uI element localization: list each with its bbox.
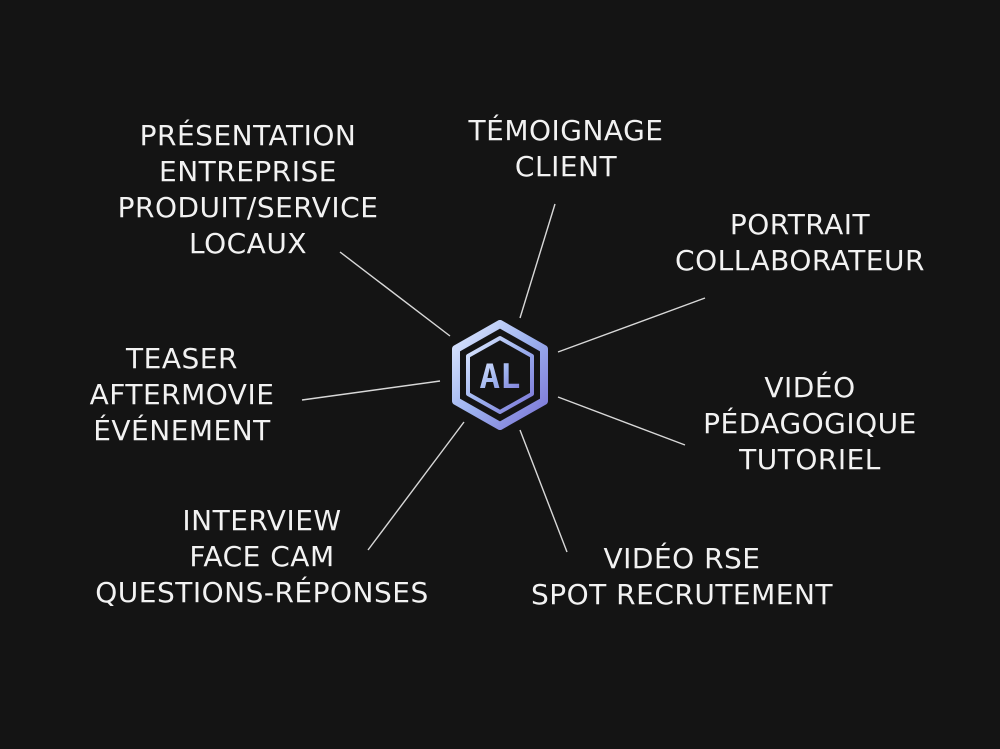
connector-rse [519, 429, 568, 553]
node-presentation-line-4: LOCAUX [188, 227, 308, 260]
node-portrait-line-1: PORTRAIT [729, 208, 871, 241]
al-logo-icon: AL [452, 320, 548, 430]
node-rse-line-2: SPOT RECRUTEMENT [530, 578, 834, 611]
node-interview: INTERVIEW FACE CAM QUESTIONS-RÉPONSES [95, 503, 428, 611]
node-rse: VIDÉO RSE SPOT RECRUTEMENT [531, 541, 833, 613]
node-pedagogique-line-2: PÉDAGOGIQUE [703, 407, 917, 440]
connector-presentation [339, 251, 451, 337]
node-temoignage-line-1: TÉMOIGNAGE [468, 114, 664, 147]
node-presentation-line-1: PRÉSENTATION [139, 119, 357, 152]
logo-text: AL [480, 357, 521, 397]
node-presentation-line-3: PRODUIT/SERVICE [117, 191, 379, 224]
node-teaser-line-3: ÉVÉNEMENT [93, 414, 271, 447]
node-interview-line-3: QUESTIONS-RÉPONSES [95, 576, 429, 609]
node-presentation: PRÉSENTATION ENTREPRISE PRODUIT/SERVICE … [118, 118, 379, 262]
node-teaser: TEASER AFTERMOVIE ÉVÉNEMENT [90, 341, 275, 449]
connector-temoignage [519, 203, 556, 319]
connector-interview [367, 421, 465, 551]
connector-portrait [557, 297, 706, 353]
node-pedagogique: VIDÉO PÉDAGOGIQUE TUTORIEL [703, 370, 917, 478]
connector-teaser [301, 380, 441, 401]
node-portrait: PORTRAIT COLLABORATEUR [675, 207, 925, 279]
node-teaser-line-1: TEASER [126, 342, 238, 375]
node-teaser-line-2: AFTERMOVIE [89, 378, 275, 411]
node-pedagogique-line-3: TUTORIEL [739, 443, 881, 476]
connector-pedagogique [557, 396, 686, 446]
node-pedagogique-line-1: VIDÉO [764, 371, 856, 404]
node-rse-line-1: VIDÉO RSE [603, 542, 761, 575]
node-interview-line-1: INTERVIEW [182, 504, 342, 537]
node-temoignage: TÉMOIGNAGE CLIENT [469, 113, 664, 185]
node-presentation-line-2: ENTREPRISE [159, 155, 337, 188]
node-portrait-line-2: COLLABORATEUR [675, 244, 925, 277]
node-interview-line-2: FACE CAM [189, 540, 335, 573]
node-temoignage-line-2: CLIENT [514, 150, 618, 183]
